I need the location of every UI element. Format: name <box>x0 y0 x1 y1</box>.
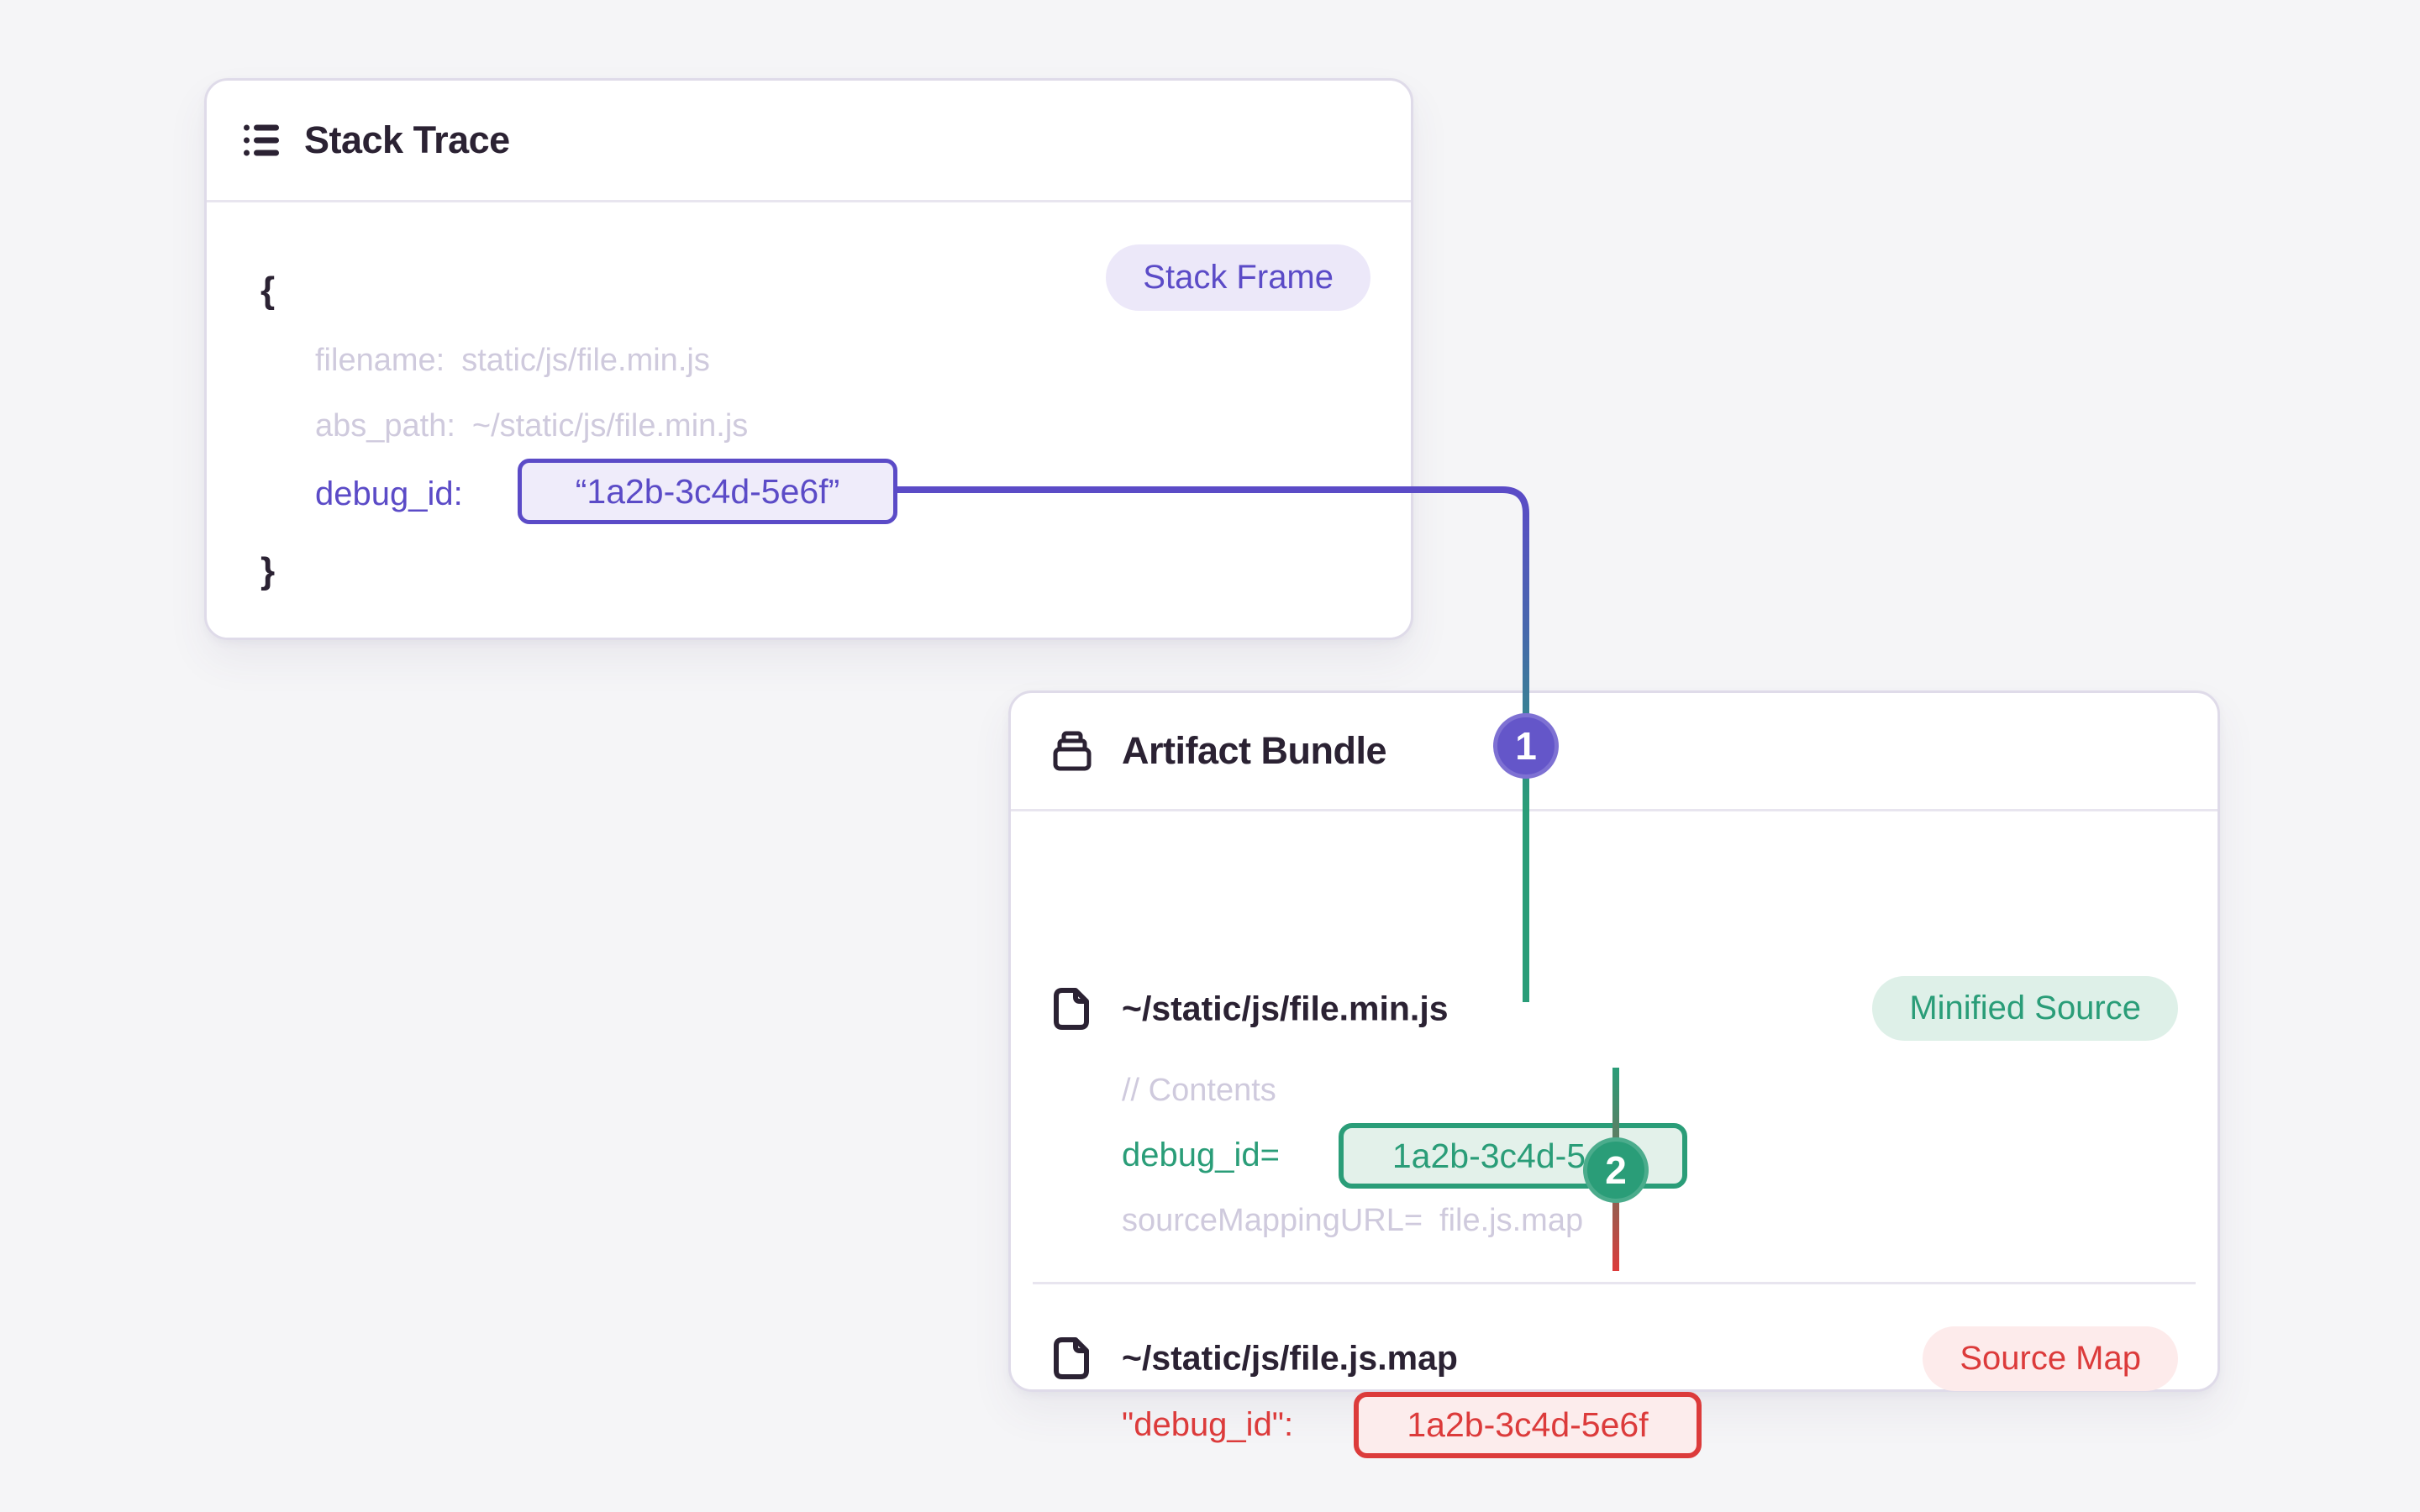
code-line-abs-path: abs_path: ~/static/js/file.min.js <box>315 408 749 444</box>
file-path-js-map: ~/static/js/file.js.map <box>1122 1338 1458 1378</box>
artifact-bundle-card: Artifact Bundle ~/static/js/file.min.js … <box>1008 690 2220 1458</box>
brace-open: { <box>260 269 276 311</box>
step-marker-1: 1 <box>1493 713 1559 779</box>
contents-comment: // Contents <box>1122 1073 1276 1109</box>
source-mapping-line: sourceMappingURL= file.js.map <box>1122 1203 1584 1239</box>
stack-frame-badge: Stack Frame <box>1106 244 1370 311</box>
debug-id-value-box-red: 1a2b-3c4d-5e6f <box>1354 1392 1702 1458</box>
file-row-divider <box>1033 1282 2196 1284</box>
source-map-badge: Source Map <box>1923 1326 2178 1391</box>
stack-trace-title: Stack Trace <box>304 118 510 161</box>
file-icon <box>1054 1337 1089 1379</box>
minified-source-badge: Minified Source <box>1872 976 2178 1041</box>
filename-value: static/js/file.min.js <box>461 343 710 379</box>
artifact-bundle-title: Artifact Bundle <box>1122 729 1387 772</box>
file-path-min-js: ~/static/js/file.min.js <box>1122 989 1449 1028</box>
debug-id-key-red: "debug_id": <box>1122 1406 1294 1443</box>
stack-trace-card: Stack Trace { Stack Frame filename: stat… <box>204 78 1413 640</box>
abs-path-value: ~/static/js/file.min.js <box>471 408 749 444</box>
file-icon <box>1054 988 1089 1030</box>
step-marker-2: 2 <box>1583 1137 1649 1203</box>
debug-id-value-box-purple: “1a2b-3c4d-5e6f” <box>518 459 897 524</box>
filename-key: filename: <box>315 343 445 379</box>
abs-path-key: abs_path: <box>315 408 455 444</box>
stack-trace-card-header: Stack Trace <box>207 81 1411 202</box>
archive-icon <box>1053 731 1092 771</box>
source-mapping-value: file.js.map <box>1439 1203 1584 1239</box>
source-mapping-key: sourceMappingURL= <box>1122 1203 1423 1239</box>
debug-id-key-green: debug_id= <box>1122 1137 1280 1173</box>
brace-close: } <box>260 549 276 591</box>
artifact-bundle-card-header: Artifact Bundle <box>1011 693 2217 811</box>
debug-id-key: debug_id: <box>315 475 463 512</box>
stack-trace-icon <box>244 124 279 156</box>
code-line-filename: filename: static/js/file.min.js <box>315 343 710 379</box>
